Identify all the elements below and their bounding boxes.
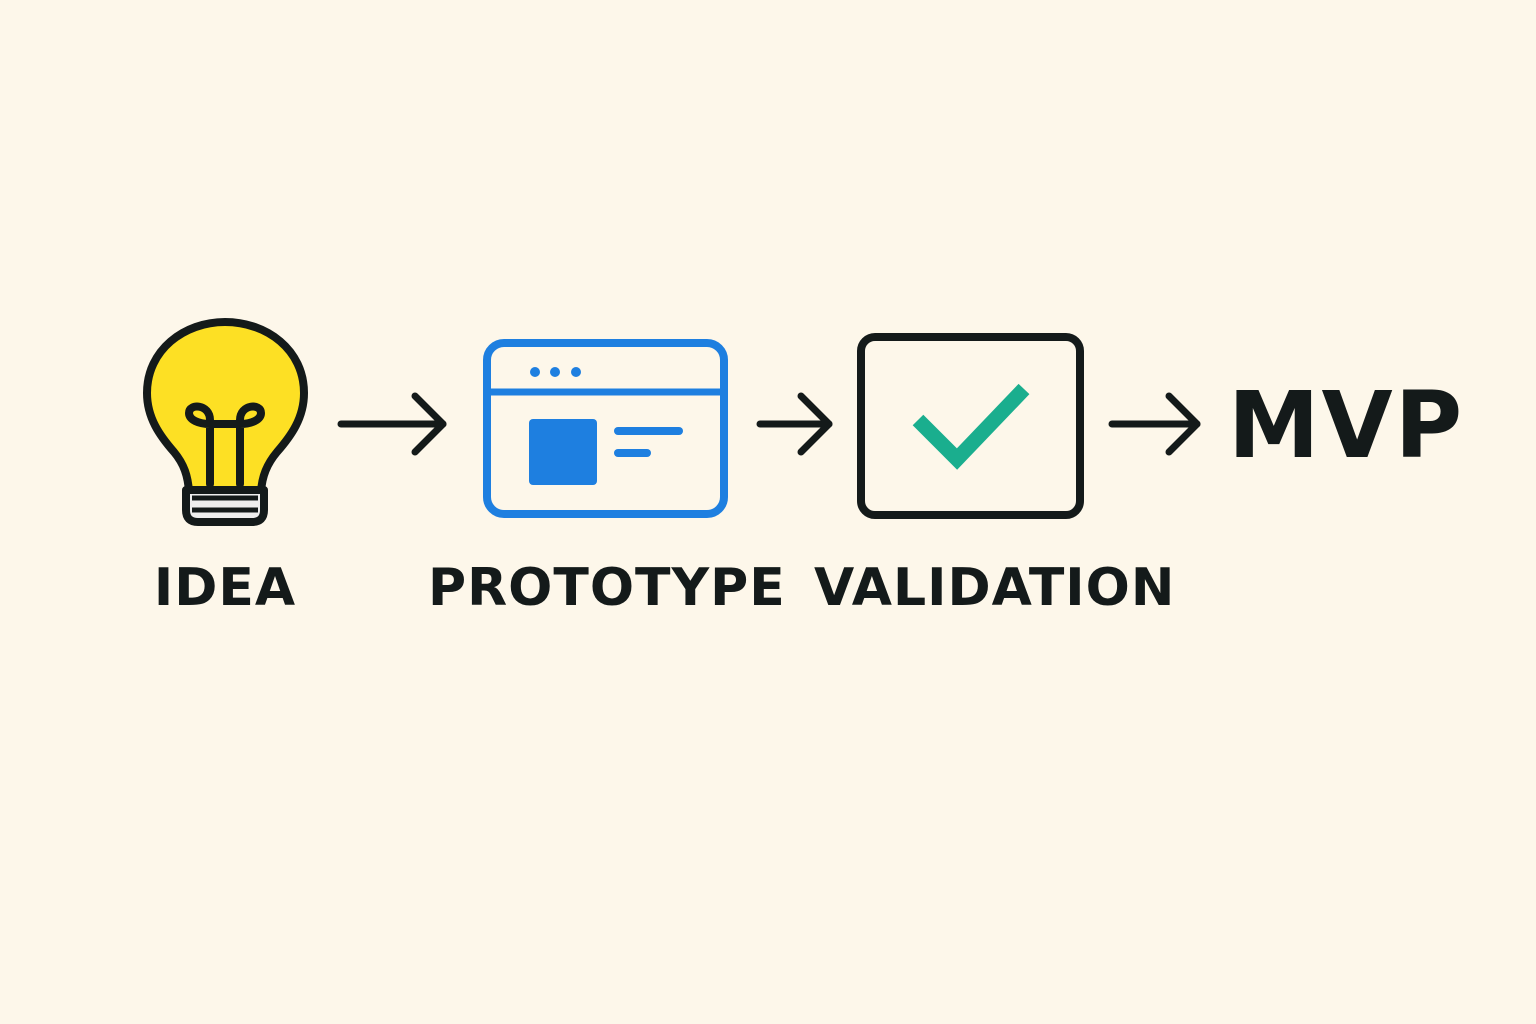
step-label-prototype: PROTOTYPE: [428, 558, 786, 618]
browser-window-icon: [483, 339, 728, 518]
lightbulb-icon: [143, 318, 308, 526]
mvp-label: MVP: [1228, 372, 1465, 479]
arrow-right-icon: [337, 392, 447, 456]
step-label-validation: VALIDATION: [814, 558, 1176, 618]
step-label-idea: IDEA: [153, 558, 297, 618]
arrow-right-icon: [1108, 392, 1201, 456]
arrow-right-icon: [756, 392, 833, 456]
checkbox-checkmark-icon: [857, 333, 1084, 519]
